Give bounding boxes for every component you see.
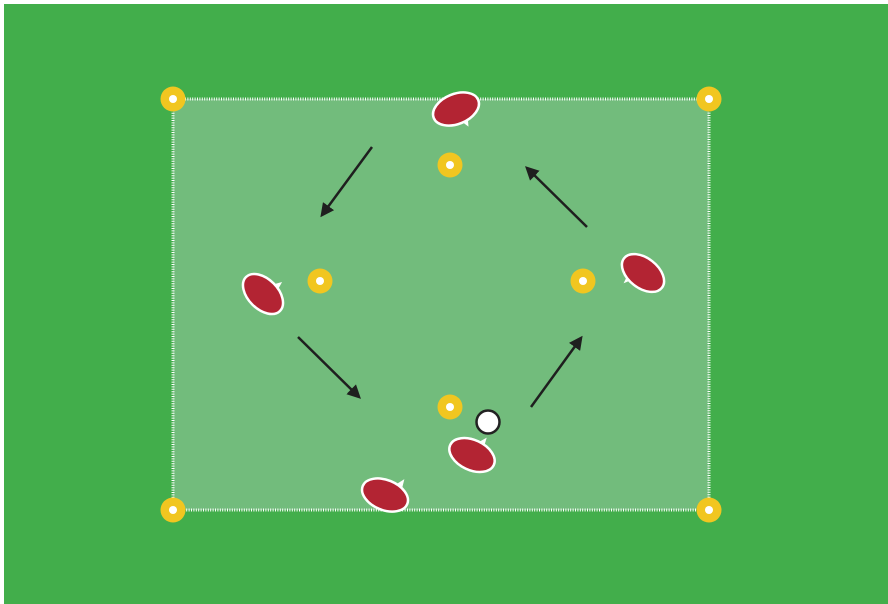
- diamond-cone-right: [571, 269, 596, 294]
- diamond-cone-bottom: [438, 395, 463, 420]
- ball: [477, 411, 500, 434]
- diamond-cone-top: [438, 153, 463, 178]
- corner-cone-top-right: [697, 87, 722, 112]
- corner-cone-top-left: [161, 87, 186, 112]
- corner-cone-bottom-left: [161, 498, 186, 523]
- corner-cone-bottom-right: [697, 498, 722, 523]
- diamond-cone-left: [308, 269, 333, 294]
